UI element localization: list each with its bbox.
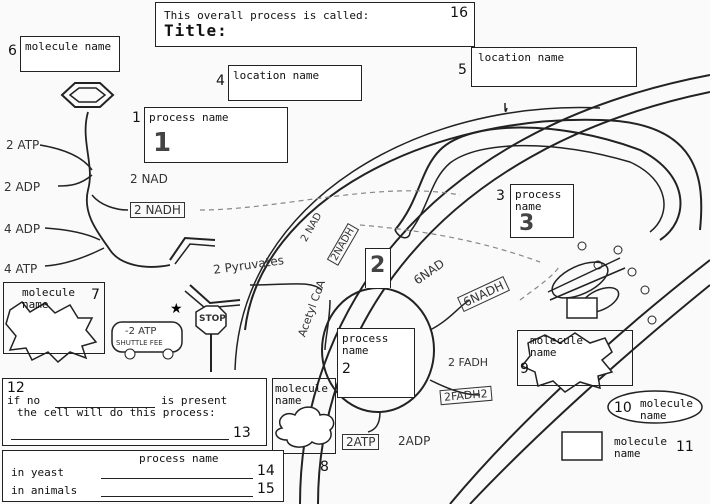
box-3-label: process name [515, 188, 562, 213]
location-box-4[interactable]: location name [228, 65, 362, 101]
box-1-label: process name [149, 111, 229, 124]
bottom-row2-label: in animals [11, 484, 78, 497]
question-box-12[interactable]: 12 if no is present the cell will do thi… [2, 378, 267, 446]
title-subtitle: This overall process is called: [164, 9, 370, 22]
starburst-7 [5, 300, 98, 364]
hand-2fadh: 2 FADH [448, 356, 489, 369]
hand-bus-atp: -2 ATP [125, 326, 157, 337]
pyruvate-1 [169, 236, 216, 261]
starburst-9 [520, 332, 614, 393]
process-box-3[interactable]: process name 3 [510, 184, 574, 238]
process-box-2[interactable]: process name 2 [337, 328, 415, 398]
label-number-4: 4 [216, 73, 225, 89]
box-11-label[interactable]: molecule name [614, 435, 667, 460]
q13-blank[interactable] [11, 439, 229, 440]
hand-2adp: 2 ADP [4, 180, 41, 194]
inner-membrane-2 [234, 106, 601, 371]
label-number-8: 8 [320, 459, 329, 475]
cloud-shape [275, 406, 335, 448]
box-3-handmark: 3 [519, 211, 535, 236]
box-11-shape [561, 431, 603, 461]
bottom-row1-label: in yeast [11, 466, 64, 479]
box-2-handmark: 2 [370, 253, 386, 278]
label-number-15: 15 [257, 481, 275, 497]
label-number-5: 5 [458, 62, 467, 78]
box-1-handmark: 1 [153, 128, 172, 158]
krebs-cycle-circle [321, 287, 435, 413]
hand-4atp: 4 ATP [4, 262, 38, 276]
glucose-hexagon [60, 82, 115, 108]
label-number-3: 3 [496, 188, 505, 204]
svg-text:★: ★ [170, 301, 183, 317]
label-number-7: 7 [91, 287, 100, 303]
lower-membrane-2 [469, 284, 710, 504]
q12-line2: the cell will do this process: [17, 406, 216, 419]
process-box-1[interactable]: process name 1 [144, 107, 288, 163]
label-number-11: 11 [676, 439, 694, 455]
blank-14[interactable] [101, 478, 253, 479]
hand-2atp: 2 ATP [6, 138, 40, 152]
molecule-box-6[interactable]: molecule name [20, 36, 120, 72]
hand-2nad: 2 NAD [130, 172, 168, 186]
box-4-label: location name [233, 69, 320, 82]
hand-2adp-b: 2ADP [398, 434, 431, 448]
nadh-dashed-path [199, 190, 461, 211]
crista-2 [409, 144, 665, 233]
label-number-16: 16 [450, 5, 468, 21]
molecule-box-8[interactable]: molecule name [272, 378, 336, 454]
label-number-10: 10 [614, 400, 632, 416]
box-6-label: molecule name [25, 40, 112, 53]
box-2-label: process name [342, 332, 389, 357]
blank-15[interactable] [101, 496, 253, 497]
molecule-box-7[interactable]: molecule name 7 [3, 282, 105, 354]
label-number-6: 6 [8, 43, 17, 59]
process-box-14-15[interactable]: process name in yeast 14 in animals 15 [2, 450, 284, 502]
process-box-2-stem: 2 [365, 248, 391, 288]
pyruvate-2 [189, 284, 241, 305]
q12-line1b: is present [161, 394, 228, 407]
inner-membrane [244, 118, 703, 331]
stop-sign [195, 305, 227, 335]
hand-2atp-b: 2ATP [342, 434, 380, 450]
label-number-14: 14 [257, 463, 275, 479]
oval-10 [607, 390, 703, 424]
crista-1 [394, 126, 682, 241]
label-number-1: 1 [132, 110, 141, 126]
label-number-13: 13 [233, 425, 251, 441]
box-8-label: molecule name [275, 382, 328, 407]
hand-stop: STOP [199, 314, 226, 324]
glycolysis-path [84, 111, 171, 268]
box-10-label[interactable]: molecule name [640, 397, 693, 422]
label-number-9: 9 [520, 361, 529, 377]
bottom-header: process name [139, 452, 219, 465]
title-label: Title: [164, 21, 228, 40]
hand-2nadh: 2 NADH [130, 202, 185, 218]
hand-4adp: 4 ADP [4, 222, 41, 236]
box-5-label: location name [478, 51, 565, 64]
box-9-label: molecule name [530, 334, 583, 359]
hand-shuttle-fee: SHUTTLE FEE [116, 339, 163, 347]
shuttle-bus [111, 321, 183, 353]
title-box[interactable]: This overall process is called: Title: 1… [155, 2, 475, 47]
label-number-2: 2 [342, 361, 351, 377]
label-number-12: 12 [7, 380, 25, 396]
molecule-box-9[interactable]: molecule name 9 [517, 330, 633, 386]
location-box-5[interactable]: location name [471, 47, 637, 87]
box-7-label: molecule name [22, 286, 75, 311]
q12-blank-1[interactable] [55, 407, 155, 408]
q12-line1: if no [7, 394, 41, 407]
